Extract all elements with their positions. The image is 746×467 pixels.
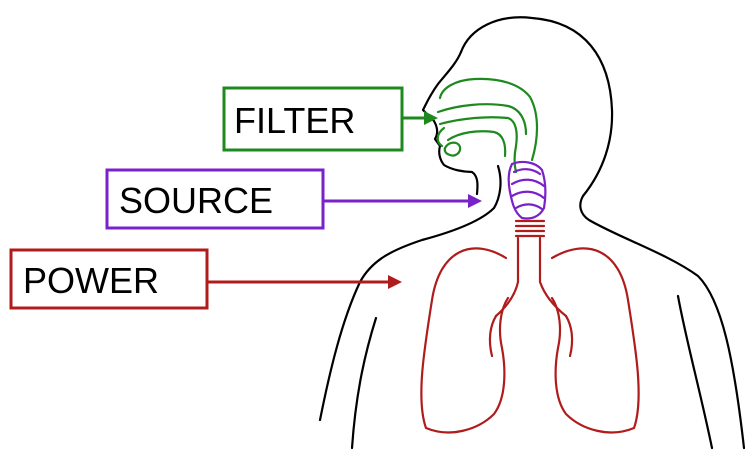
palate-line bbox=[438, 104, 526, 134]
power-callout: POWER bbox=[11, 250, 402, 308]
filter-callout: FILTER bbox=[224, 88, 438, 150]
teeth-shape bbox=[445, 143, 460, 156]
larynx-fold-3 bbox=[512, 192, 544, 198]
trachea-and-lungs bbox=[421, 221, 638, 432]
power-arrowhead bbox=[388, 275, 402, 289]
right-bronchus-branch bbox=[566, 316, 572, 356]
left-arm-outline bbox=[352, 318, 376, 448]
face-profile-outline bbox=[423, 52, 477, 194]
larynx-fold-2 bbox=[512, 180, 544, 186]
source-callout: SOURCE bbox=[107, 170, 482, 228]
larynx-fold-1 bbox=[514, 169, 540, 174]
trachea-left-wall bbox=[496, 238, 518, 316]
source-label-text: SOURCE bbox=[119, 180, 273, 221]
trachea-right-wall bbox=[540, 238, 566, 316]
lip-shape bbox=[438, 128, 444, 146]
filter-label-text: FILTER bbox=[234, 100, 355, 141]
vocal-tract bbox=[438, 79, 537, 172]
source-arrowhead bbox=[468, 194, 482, 208]
left-lung bbox=[421, 248, 508, 432]
right-lung bbox=[552, 248, 639, 432]
larynx-outline bbox=[509, 162, 546, 219]
body-outline bbox=[320, 17, 744, 448]
larynx-fold-4 bbox=[516, 204, 542, 209]
power-label-text: POWER bbox=[23, 260, 159, 301]
left-bronchus-branch bbox=[490, 316, 496, 356]
larynx bbox=[509, 162, 546, 219]
right-arm-outline bbox=[678, 296, 712, 448]
